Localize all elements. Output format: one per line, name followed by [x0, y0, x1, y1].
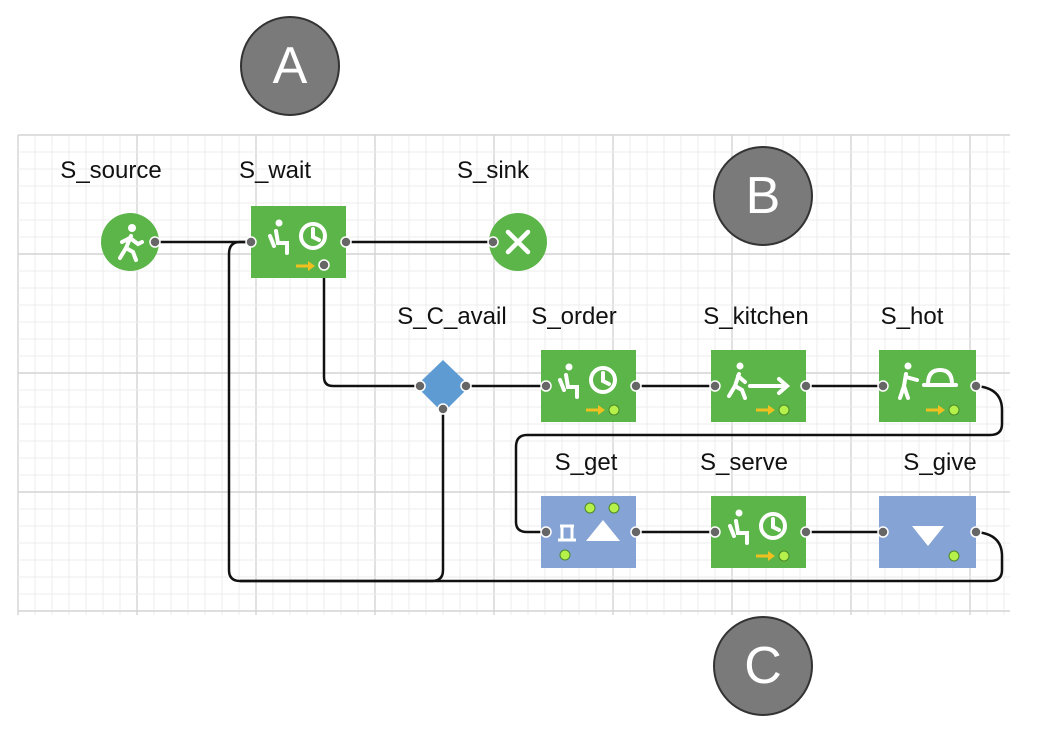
status-dot — [778, 550, 790, 562]
label-s-sink: S_sink — [456, 157, 530, 184]
port[interactable] — [437, 403, 449, 415]
port[interactable] — [709, 526, 721, 538]
arrow-icon — [586, 405, 605, 415]
port[interactable] — [877, 526, 889, 538]
status-dot — [559, 549, 571, 561]
arrow-icon — [756, 551, 775, 561]
badge-a: A — [240, 16, 340, 116]
node-kitchen[interactable] — [709, 350, 812, 422]
port[interactable] — [149, 236, 161, 248]
port[interactable] — [630, 380, 642, 392]
label-s-serve: S_serve — [699, 449, 789, 476]
walking-person-arrow-icon — [727, 362, 791, 400]
port[interactable] — [460, 380, 472, 392]
port[interactable] — [245, 236, 257, 248]
arrow-icon — [296, 261, 315, 271]
port[interactable] — [630, 526, 642, 538]
label-s-c-avail: S_C_avail — [397, 303, 507, 330]
connectors — [155, 240, 1004, 583]
seated-person-clock-icon — [558, 363, 617, 399]
person-bell-icon — [898, 362, 958, 400]
label-s-get: S_get — [554, 449, 618, 476]
seated-person-clock-icon — [728, 509, 787, 545]
badge-b: B — [713, 146, 813, 246]
status-dot — [948, 550, 960, 562]
arrow-icon — [756, 405, 775, 415]
label-s-hot: S_hot — [880, 303, 944, 330]
triangle-down-icon — [912, 526, 944, 546]
port[interactable] — [540, 526, 552, 538]
node-order[interactable] — [540, 350, 642, 422]
port[interactable] — [487, 236, 499, 248]
node-sink[interactable] — [487, 213, 547, 271]
connector-wait-cavail — [322, 265, 420, 388]
walking-person-icon — [118, 224, 144, 262]
status-dot — [608, 404, 620, 416]
port[interactable] — [800, 526, 812, 538]
grid-background — [17, 134, 1010, 615]
node-hot[interactable] — [877, 350, 982, 422]
arrow-icon — [926, 405, 945, 415]
status-dot — [778, 404, 790, 416]
badge-c: C — [713, 616, 813, 716]
node-wait[interactable] — [245, 206, 352, 278]
status-dot — [584, 502, 596, 514]
label-s-order: S_order — [531, 303, 617, 330]
port[interactable] — [970, 380, 982, 392]
label-s-kitchen: S_kitchen — [703, 303, 809, 330]
connector-hot-get — [514, 384, 1004, 534]
x-icon — [505, 229, 531, 255]
node-source[interactable] — [101, 213, 161, 271]
resource-get-icon — [558, 520, 620, 542]
connector-cavail-wait — [240, 409, 445, 583]
label-s-give: S_give — [903, 449, 977, 476]
label-s-wait: S_wait — [238, 157, 312, 184]
node-serve[interactable] — [709, 496, 812, 568]
status-dot — [608, 502, 620, 514]
port[interactable] — [318, 259, 330, 271]
port[interactable] — [340, 236, 352, 248]
port[interactable] — [970, 526, 982, 538]
port[interactable] — [800, 380, 812, 392]
status-dot — [948, 404, 960, 416]
label-s-source: S_source — [60, 157, 162, 184]
node-c-avail[interactable] — [414, 360, 472, 415]
port[interactable] — [540, 380, 552, 392]
node-get[interactable] — [540, 496, 642, 568]
port[interactable] — [709, 380, 721, 392]
port[interactable] — [877, 380, 889, 392]
seated-person-clock-icon — [268, 219, 327, 255]
port[interactable] — [414, 380, 426, 392]
node-give[interactable] — [877, 496, 982, 568]
